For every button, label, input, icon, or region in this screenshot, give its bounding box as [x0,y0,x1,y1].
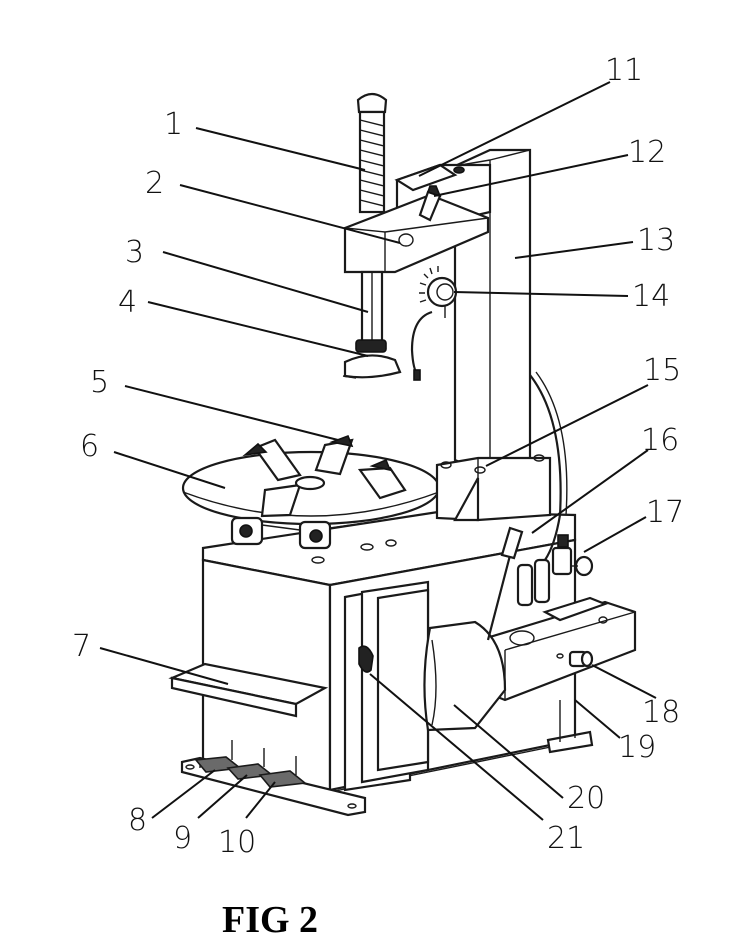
pressure-gauge [410,266,458,381]
side-door-panel [343,580,430,792]
callout-18: 18 [642,695,680,730]
mount-demount-head [342,339,402,379]
callout-14: 14 [632,279,670,314]
callout-8: 8 [128,803,147,838]
callout-4: 4 [118,285,137,320]
callout-2: 2 [145,166,164,201]
callout-20: 20 [567,781,605,816]
figure-caption: FIG 2 [222,899,318,941]
callout-17: 17 [646,495,684,530]
bead-breaker-cylinder [568,650,594,668]
callout-10: 10 [218,825,256,860]
callout-1: 1 [164,107,183,142]
callout-11: 11 [605,53,643,88]
callout-13: 13 [637,223,675,258]
support-tray [168,662,329,718]
callout-7: 7 [72,629,91,664]
air-regulator [516,534,594,607]
callout-19: 19 [618,730,656,765]
callout-21: 21 [547,821,585,856]
air-hose [486,371,568,641]
callout-12: 12 [628,135,666,170]
turntable [181,434,441,550]
callout-3: 3 [125,235,144,270]
callout-labels: 1 2 3 4 5 6 7 8 9 10 11 12 13 14 15 16 1… [72,53,684,860]
pedal-base [180,740,367,817]
callout-6: 6 [80,429,99,464]
callout-15: 15 [643,353,681,388]
callout-5: 5 [90,365,109,400]
leader-lines [99,81,657,821]
callout-16: 16 [641,423,679,458]
callout-9: 9 [173,821,192,856]
vertical-shaft [356,92,388,344]
